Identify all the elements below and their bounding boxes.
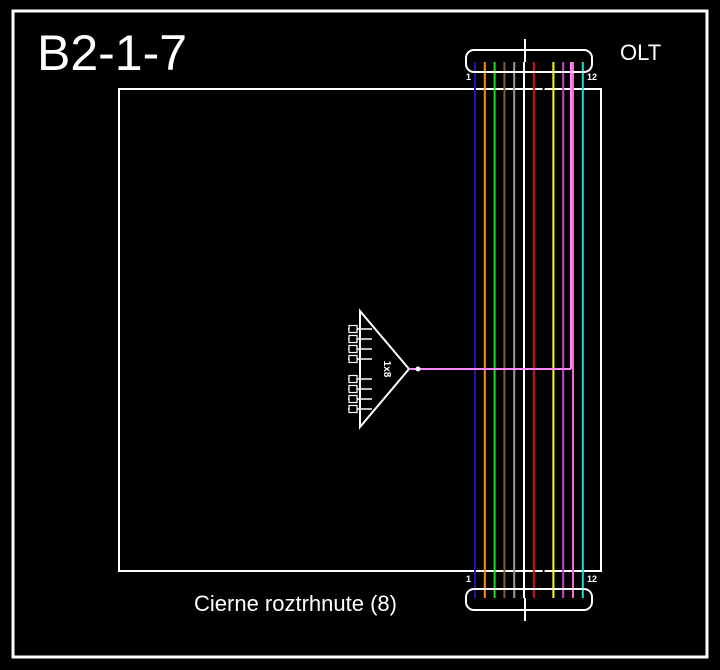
top-connector bbox=[465, 49, 593, 73]
splitter: 1x8 bbox=[348, 62, 572, 430]
outer-frame bbox=[11, 9, 709, 659]
splitter-output-port-2 bbox=[348, 334, 358, 344]
enclosure-box bbox=[118, 88, 602, 572]
splitter-outputs bbox=[348, 324, 372, 414]
splitter-output-port-7 bbox=[348, 394, 358, 404]
splitter-output-port-3 bbox=[348, 344, 358, 354]
olt-label: OLT bbox=[620, 40, 661, 65]
splitter-output-port-5 bbox=[348, 374, 358, 384]
diagram-title: B2-1-7 bbox=[37, 25, 187, 81]
top-fiber-end-number: 12 bbox=[587, 72, 597, 82]
splitter-output-port-6 bbox=[348, 384, 358, 394]
splitter-output-port-1 bbox=[348, 324, 358, 334]
splitter-output-port-8 bbox=[348, 404, 358, 414]
splitter-output-port-4 bbox=[348, 354, 358, 364]
splitter-input-port bbox=[415, 366, 421, 372]
fiber-bundle bbox=[474, 62, 584, 598]
splitter-triangle bbox=[359, 308, 411, 430]
bottom-fiber-end-number: 12 bbox=[587, 574, 597, 584]
bottom-fiber-start-number: 1 bbox=[466, 574, 471, 584]
splitter-label: 1x8 bbox=[381, 361, 392, 378]
bottom-connector-label: Cierne roztrhnute (8) bbox=[194, 591, 397, 616]
bottom-connector bbox=[465, 588, 593, 611]
top-fiber-start-number: 1 bbox=[466, 72, 471, 82]
